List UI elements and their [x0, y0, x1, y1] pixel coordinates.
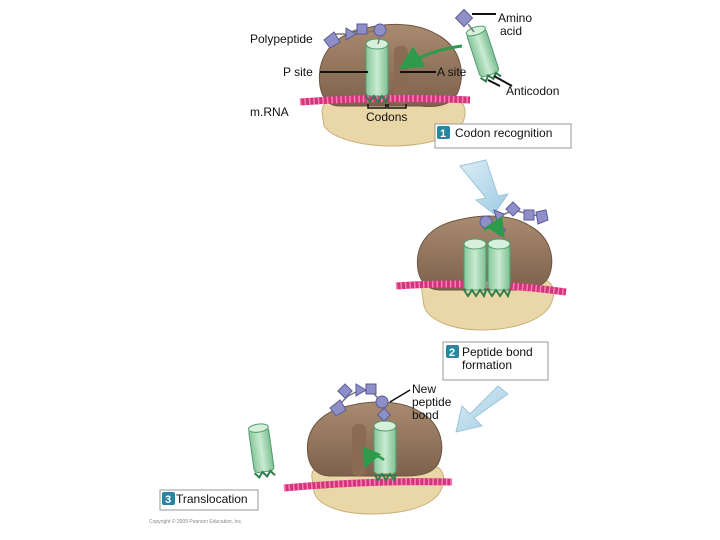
label-anticodon: Anticodon: [506, 84, 559, 98]
trna-entry-arrow: [398, 44, 463, 70]
stage-1-ribosome: [299, 8, 502, 147]
codon-brackets: [367, 104, 407, 109]
copyright: Copyright © 2009 Pearson Education, Inc.: [149, 518, 242, 525]
trna-a-site-2: [487, 238, 511, 299]
label-p-site: P site: [283, 65, 313, 79]
leader-new-bond: [389, 389, 411, 403]
mrna-bases-1: [299, 94, 471, 106]
amino-acid-incoming: [454, 8, 474, 28]
flow-arrow-2-to-3: [455, 385, 509, 433]
label-polypeptide: Polypeptide: [250, 32, 313, 46]
leader-lines-1: [320, 13, 513, 87]
label-amino-acid-1: Amino: [498, 11, 532, 25]
step-2-text-1: Peptide bond: [462, 345, 533, 359]
stage-2-ribosome: [395, 201, 567, 331]
step-3-text: Translocation: [176, 492, 248, 506]
polypeptide-chain: [323, 23, 387, 49]
step-1-text: Codon recognition: [455, 126, 552, 140]
label-a-site: A site: [437, 65, 467, 79]
label-new-bond-1: New: [412, 382, 436, 396]
exiting-trna: [247, 423, 276, 480]
trna-p-site-3: [373, 420, 397, 483]
bond-forming-arrow: [483, 215, 505, 239]
step-2-text-2: formation: [462, 358, 512, 372]
label-amino-acid-2: acid: [500, 24, 522, 38]
polypeptide-chain-3: [329, 383, 392, 422]
trna-p-site: [365, 38, 389, 105]
translocation-arrow: [362, 446, 385, 469]
label-mrna: m.RNA: [250, 105, 289, 119]
flow-arrow-1-to-2: [459, 159, 510, 215]
trna-p-site-2: [463, 238, 487, 299]
step-3-box: 3 Translocation: [159, 489, 259, 511]
label-new-bond-3: bond: [412, 408, 439, 422]
label-new-bond-2: peptide: [412, 395, 452, 409]
step-3-badge: [162, 492, 175, 505]
label-codons: Codons: [366, 110, 407, 124]
step-1-number: 1: [440, 128, 446, 140]
stage-3-ribosome: [283, 383, 453, 515]
step-3-number: 3: [165, 494, 171, 506]
incoming-trna: [465, 25, 502, 83]
step-2-box: 2 Peptide bond formation: [442, 341, 549, 381]
step-2-number: 2: [449, 347, 455, 359]
step-1-badge: [437, 126, 450, 139]
step-1-box: 1 Codon recognition: [434, 123, 572, 149]
step-2-badge: [446, 345, 459, 358]
